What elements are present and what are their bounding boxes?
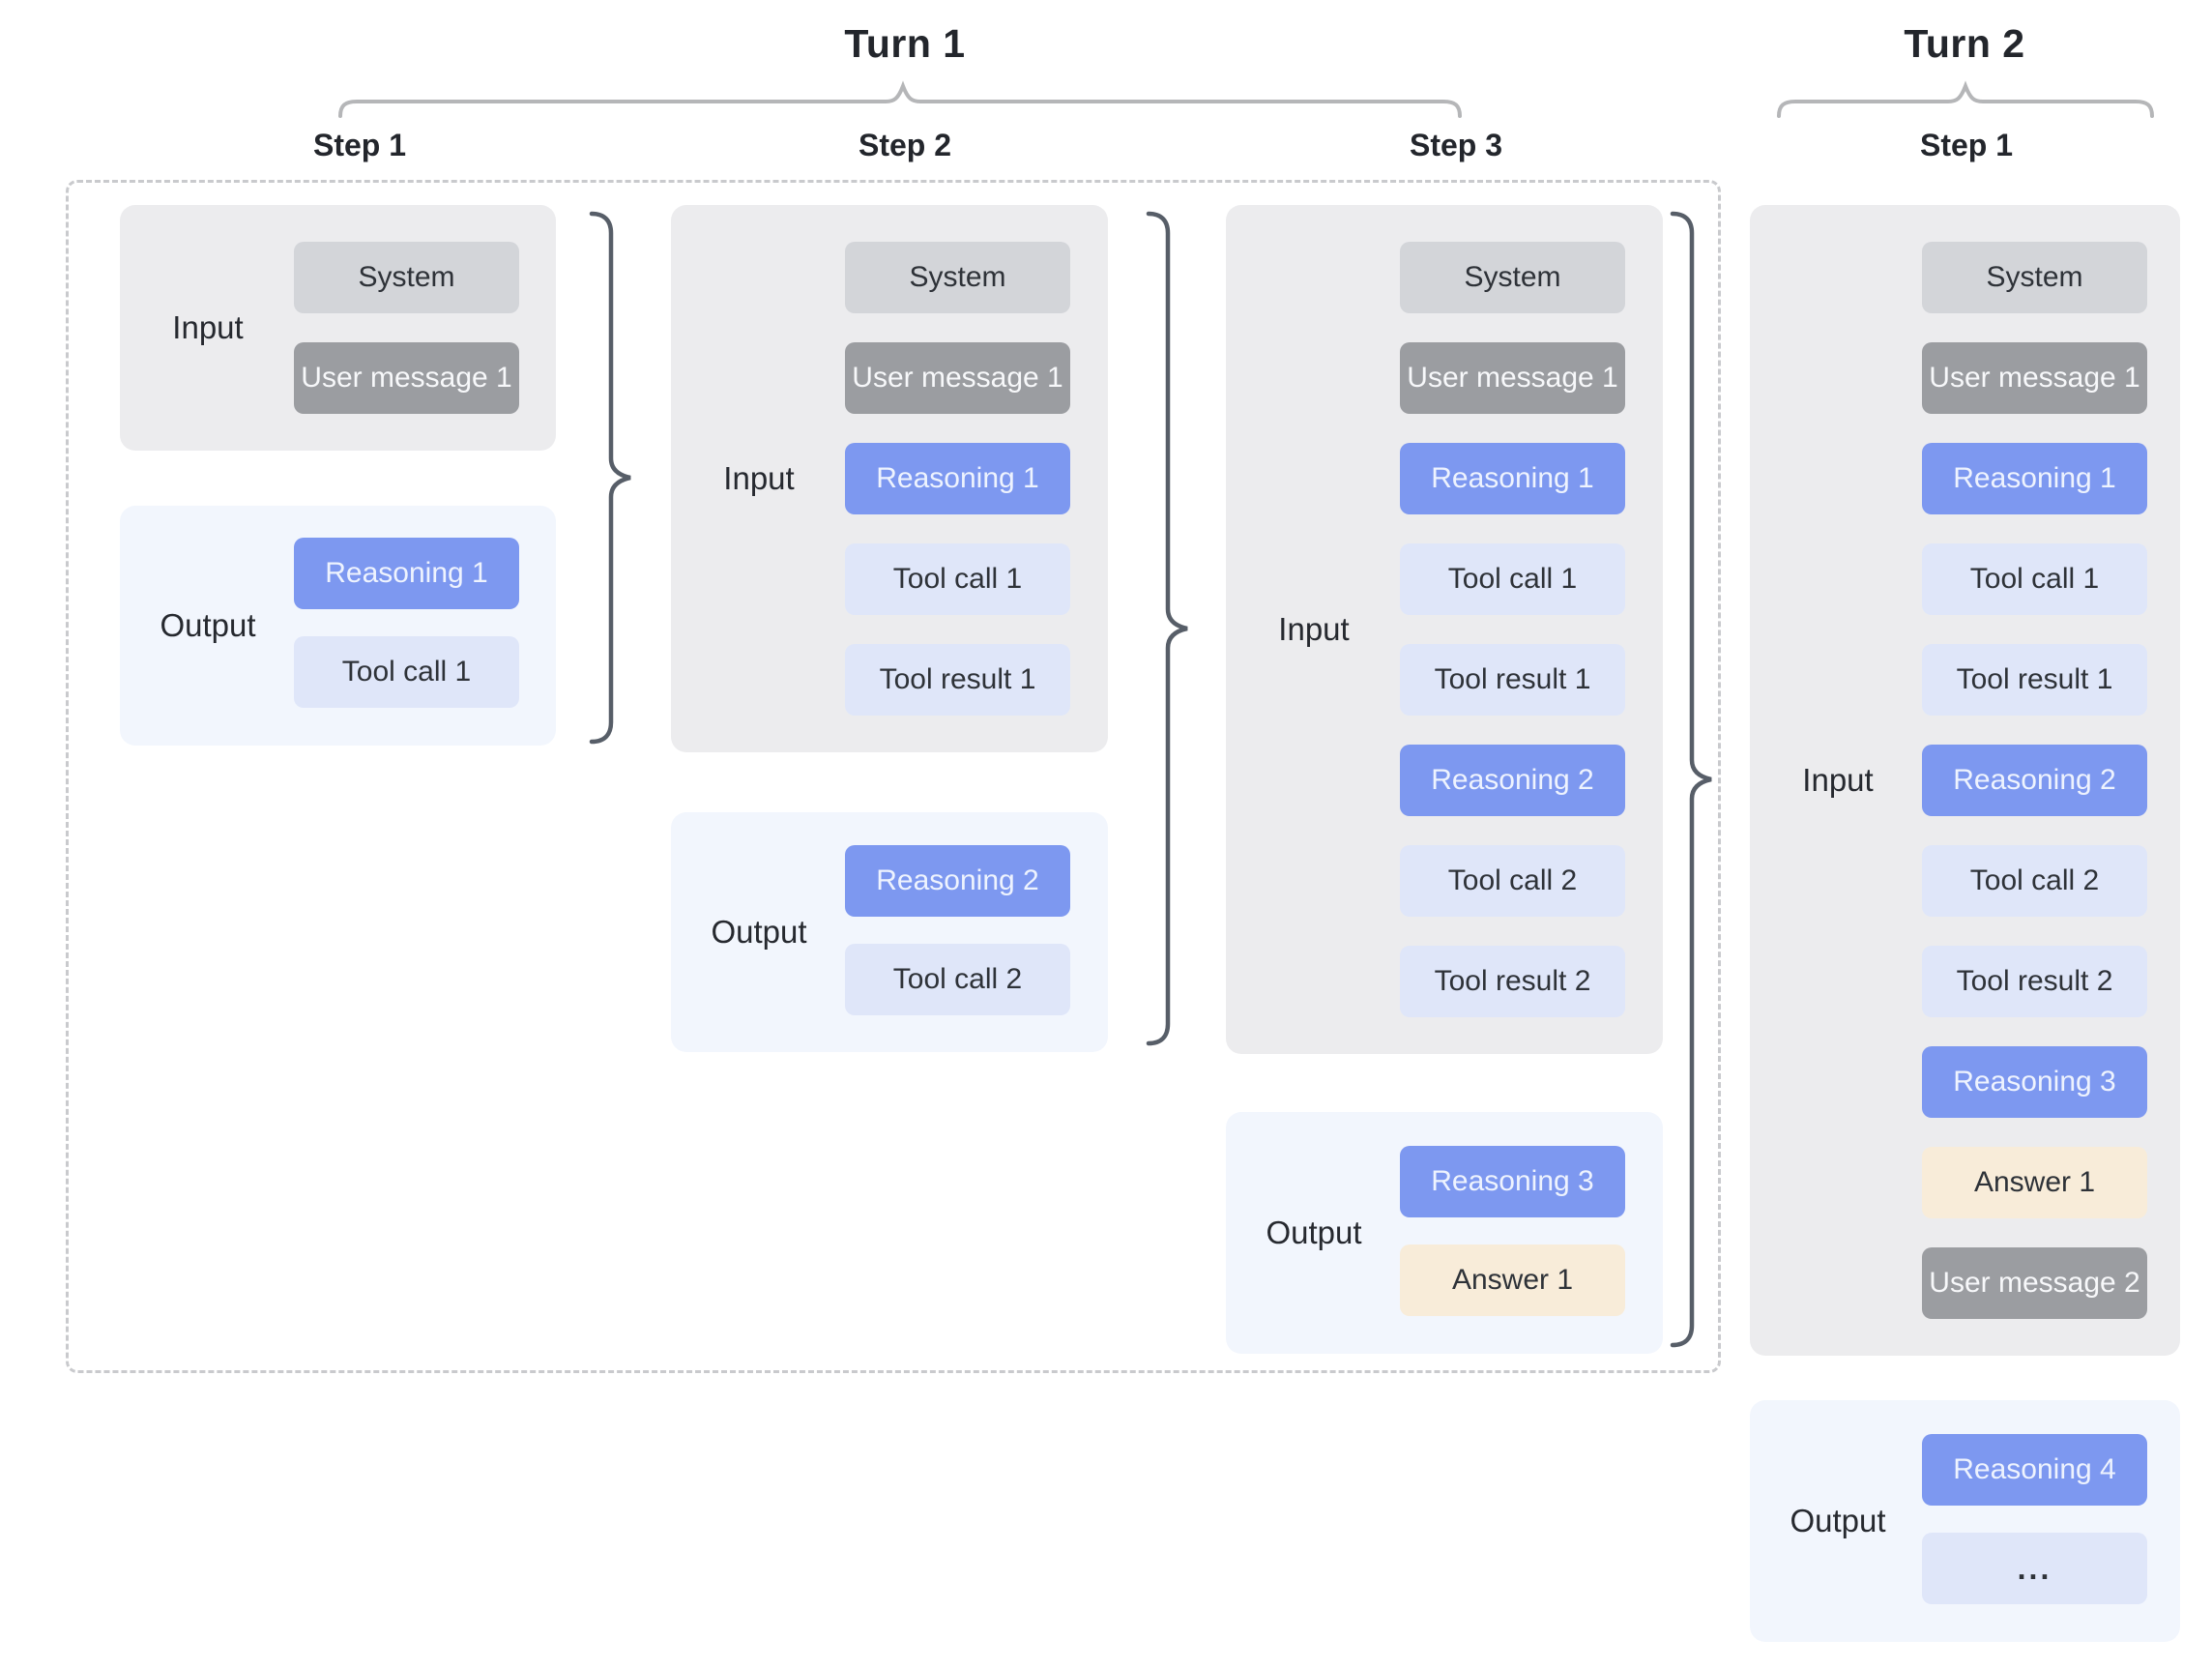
brace-step2-to-step3 — [1146, 211, 1188, 1046]
step1-chip-user-message-1: User message 1 — [294, 342, 519, 414]
step1-input-label: Input — [172, 309, 244, 345]
step2-chip-system: System — [845, 242, 1070, 313]
turn2-chip-tool-call-2: Tool call 2 — [1922, 845, 2147, 917]
step2-chip-reasoning-1: Reasoning 1 — [845, 443, 1070, 514]
step3-input-label: Input — [1278, 611, 1350, 647]
step2-output-label: Output — [711, 914, 807, 950]
step2-chip-tool-call-1: Tool call 1 — [845, 543, 1070, 615]
step1-chip-system: System — [294, 242, 519, 313]
brace-step3-to-turn2 — [1670, 211, 1712, 1348]
turn2-chip-ellipsis: ... — [1922, 1533, 2147, 1604]
step3-chip-tool-result-2: Tool result 2 — [1400, 946, 1625, 1017]
turn2-chip-tool-result-1: Tool result 1 — [1922, 644, 2147, 716]
step3-chip-user-message-1: User message 1 — [1400, 342, 1625, 414]
turn2-chip-system: System — [1922, 242, 2147, 313]
step3-chip-reasoning-2: Reasoning 2 — [1400, 745, 1625, 816]
turn2-chip-user-message-2: User message 2 — [1922, 1247, 2147, 1319]
step3-chip-tool-result-1: Tool result 1 — [1400, 644, 1625, 716]
step1-chip-tool-call-1: Tool call 1 — [294, 636, 519, 708]
turn1-step3-label: Step 3 — [1409, 128, 1503, 162]
turn2-chip-tool-call-1: Tool call 1 — [1922, 543, 2147, 615]
turn2-step1-label: Step 1 — [1919, 128, 2014, 162]
turn1-step1-label: Step 1 — [312, 128, 407, 162]
turn1-title: Turn 1 — [844, 21, 966, 66]
turn2-chip-tool-result-2: Tool result 2 — [1922, 946, 2147, 1017]
turn2-title: Turn 2 — [1904, 21, 2025, 66]
step1-chip-reasoning-1: Reasoning 1 — [294, 538, 519, 609]
step3-chip-tool-call-1: Tool call 1 — [1400, 543, 1625, 615]
turn2-chip-user-message-1: User message 1 — [1922, 342, 2147, 414]
turn2-brace — [1777, 80, 2154, 118]
turn2-chip-answer-1: Answer 1 — [1922, 1147, 2147, 1218]
turn2-chip-reasoning-1: Reasoning 1 — [1922, 443, 2147, 514]
step3-chip-tool-call-2: Tool call 2 — [1400, 845, 1625, 917]
turn1-boundary — [66, 180, 1721, 1373]
turn2-step1-output-label: Output — [1790, 1503, 1886, 1538]
step2-input-label: Input — [723, 460, 795, 496]
turn2-chip-reasoning-2: Reasoning 2 — [1922, 745, 2147, 816]
turn2-chip-reasoning-4: Reasoning 4 — [1922, 1434, 2147, 1506]
turn2-step1-input-label: Input — [1802, 762, 1874, 798]
step2-chip-user-message-1: User message 1 — [845, 342, 1070, 414]
step1-output-label: Output — [160, 607, 256, 643]
step2-chip-tool-call-2: Tool call 2 — [845, 944, 1070, 1015]
turn2-chip-reasoning-3: Reasoning 3 — [1922, 1046, 2147, 1118]
step2-chip-reasoning-2: Reasoning 2 — [845, 845, 1070, 917]
step3-chip-answer-1: Answer 1 — [1400, 1244, 1625, 1316]
step3-chip-reasoning-1: Reasoning 1 — [1400, 443, 1625, 514]
step2-chip-tool-result-1: Tool result 1 — [845, 644, 1070, 716]
step3-chip-reasoning-3: Reasoning 3 — [1400, 1146, 1625, 1217]
step3-output-label: Output — [1266, 1215, 1362, 1250]
turn1-brace — [338, 80, 1462, 118]
step3-chip-system: System — [1400, 242, 1625, 313]
brace-step1-to-step2 — [589, 211, 631, 745]
turn1-step2-label: Step 2 — [858, 128, 952, 162]
